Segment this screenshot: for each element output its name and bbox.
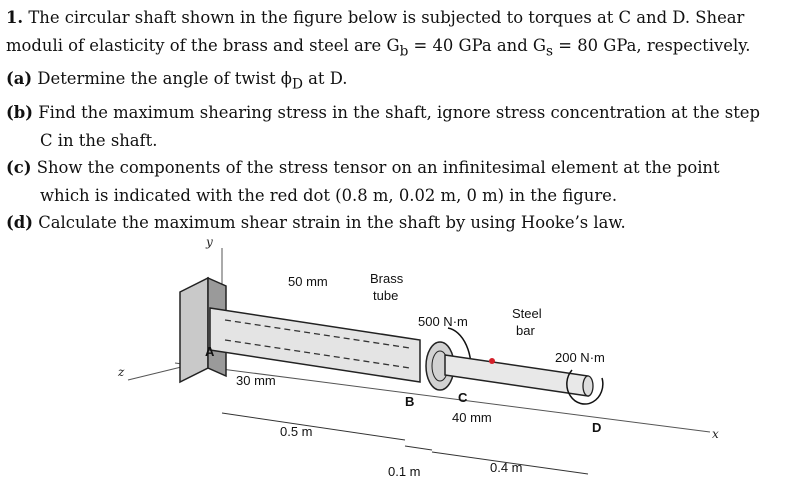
- point-d-label: D: [592, 420, 601, 435]
- wall-support: [179, 276, 209, 384]
- problem-intro-line-2: moduli of elasticity of the brass and st…: [6, 32, 784, 66]
- torque-c-label: 500 N·m: [418, 314, 468, 329]
- steel-label-2: bar: [516, 323, 535, 338]
- part-d: (d) Calculate the maximum shear strain i…: [6, 209, 784, 237]
- part-c-cont: which is indicated with the red dot (0.8…: [6, 182, 784, 210]
- part-b-text-2: C in the shaft.: [40, 130, 158, 150]
- dim-30mm-label: 30 mm: [236, 373, 276, 388]
- axis-x-label: x: [712, 427, 719, 441]
- part-a: (a) Determine the angle of twist ϕD at D…: [6, 65, 784, 99]
- intro-text-2: moduli of elasticity of the brass and st…: [6, 35, 400, 55]
- intro-text-2-end: = 80 GPa, respectively.: [553, 35, 751, 55]
- dim-50mm-label: 50 mm: [288, 274, 328, 289]
- red-dot-point: [489, 358, 495, 364]
- part-b: (b) Find the maximum shearing stress in …: [6, 99, 784, 127]
- point-b-label: B: [405, 394, 414, 409]
- point-a-label: A: [205, 344, 215, 359]
- length-bc-label: 0.1 m: [388, 464, 421, 479]
- part-d-text: Calculate the maximum shear strain in th…: [38, 213, 626, 233]
- part-c-text-1: Show the components of the stress tensor…: [36, 158, 720, 178]
- dim-line-bc: [404, 445, 433, 451]
- length-cd-label: 0.4 m: [490, 460, 523, 475]
- part-b-cont: C in the shaft.: [6, 127, 784, 155]
- part-a-text: Determine the angle of twist ϕ: [37, 69, 292, 89]
- problem-statement: 1. The circular shaft shown in the figur…: [6, 4, 784, 237]
- brass-label-2: tube: [373, 288, 398, 303]
- x-axis-line: [174, 362, 711, 433]
- axis-y-label: y: [205, 235, 213, 249]
- part-c-text-2: which is indicated with the red dot (0.8…: [40, 185, 618, 205]
- part-a-subscript: D: [291, 76, 303, 93]
- part-a-text-end: at D.: [302, 69, 348, 89]
- intro-text-1: The circular shaft shown in the figure b…: [28, 8, 745, 27]
- part-d-label: (d): [6, 213, 33, 233]
- problem-intro-line-1: 1. The circular shaft shown in the figur…: [6, 4, 784, 32]
- part-b-text-1: Find the maximum shearing stress in the …: [38, 103, 760, 123]
- problem-number: 1.: [6, 8, 24, 27]
- torque-d-label: 200 N·m: [555, 350, 605, 365]
- dim-40mm-label: 40 mm: [452, 410, 492, 425]
- axis-z-label: z: [117, 365, 125, 379]
- part-b-label: (b): [6, 103, 33, 123]
- steel-label-1: Steel: [512, 306, 542, 321]
- dim-line-cd: [431, 451, 589, 475]
- shaft-end-d: [582, 375, 594, 397]
- part-c: (c) Show the components of the stress te…: [6, 154, 784, 182]
- subscript-s: s: [546, 42, 554, 59]
- part-c-label: (c): [6, 158, 32, 178]
- brass-tube: [209, 307, 421, 383]
- subscript-b: b: [399, 42, 409, 59]
- length-ab-label: 0.5 m: [280, 424, 313, 439]
- tube-inner-top: [224, 319, 411, 349]
- point-c-label: C: [458, 390, 468, 405]
- torque-d-arrow: [566, 369, 604, 405]
- shaft-figure: y z x 50 mm Brass tube 500 N·m Steel bar…: [117, 235, 719, 479]
- part-a-label: (a): [6, 69, 33, 89]
- dim-line-ab: [221, 412, 406, 441]
- tube-inner-bottom: [224, 339, 411, 369]
- brass-label-1: Brass: [370, 271, 404, 286]
- intro-text-2-mid: = 40 GPa and G: [408, 35, 547, 55]
